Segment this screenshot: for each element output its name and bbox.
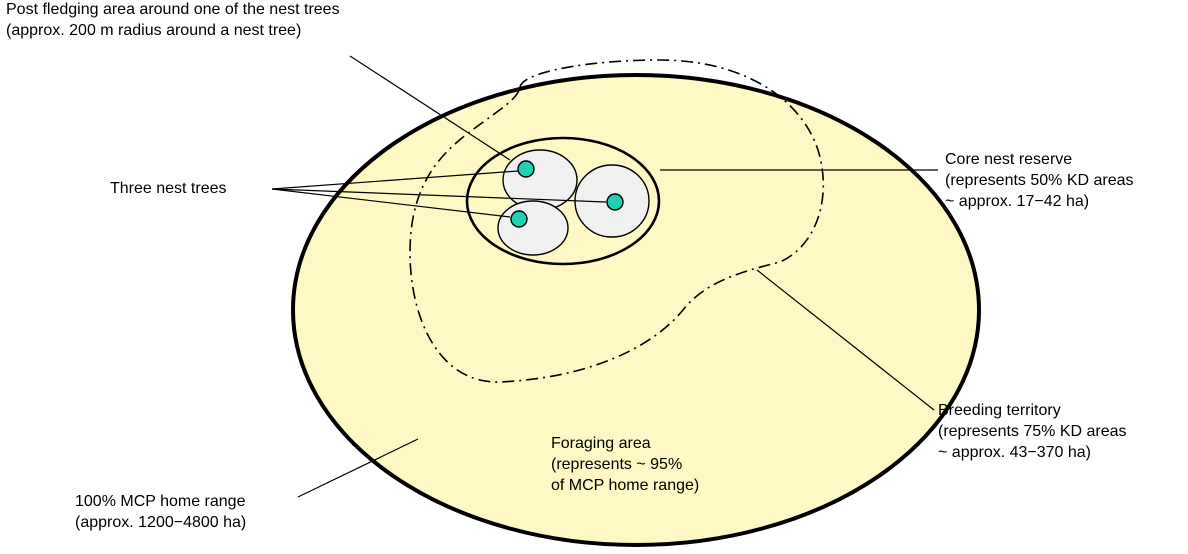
nest-tree-2 [606, 193, 624, 211]
mcp-home-range-line1: 100% MCP home range [75, 493, 246, 510]
foraging-area-line1: Foraging area [551, 435, 651, 452]
post-fledging-label-line1: Post fledging area around one of the nes… [6, 1, 340, 18]
core-nest-reserve-line1: Core nest reserve [945, 151, 1073, 168]
leader-nest-tree-3 [271, 188, 511, 218]
three-nest-trees-label: Three nest trees [110, 178, 227, 199]
breeding-territory-line1: Breeding territory [938, 402, 1061, 419]
leader-nest-tree-1 [271, 170, 519, 190]
breeding-territory-line2: (represents 75% KD areas [938, 423, 1127, 440]
leader-mcp-home-range [297, 438, 419, 498]
nest-tree-1 [517, 160, 535, 178]
post-fledging-label-line2: (approx. 200 m radius around a nest tree… [6, 22, 302, 39]
three-nest-trees-text: Three nest trees [110, 180, 227, 197]
core-nest-reserve-line3: ~ approx. 17−42 ha) [945, 193, 1090, 210]
leader-lines [271, 55, 938, 498]
post-fledging-area-3 [497, 200, 569, 256]
foraging-area-line3: of MCP home range) [551, 477, 700, 494]
breeding-territory-boundary [409, 59, 825, 383]
breeding-territory-line3: ~ approx. 43−370 ha) [938, 444, 1092, 461]
leader-breeding-territory [756, 269, 935, 411]
breeding-territory-label: Breeding territory (represents 75% KD ar… [938, 400, 1127, 463]
nest-tree-3 [510, 210, 528, 228]
leader-nest-tree-2 [271, 188, 607, 203]
mcp-home-range-line2: (approx. 1200−4800 ha) [75, 514, 247, 531]
core-nest-reserve-line2: (represents 50% KD areas [945, 172, 1134, 189]
post-fledging-label: Post fledging area around one of the nes… [6, 0, 340, 41]
mcp-home-range-circle [291, 73, 981, 547]
foraging-area-label: Foraging area (represents ~ 95% of MCP h… [551, 433, 699, 496]
leader-post-fledging [349, 55, 511, 161]
core-nest-reserve-label: Core nest reserve (represents 50% KD are… [945, 149, 1134, 212]
mcp-home-range-label: 100% MCP home range (approx. 1200−4800 h… [75, 491, 246, 533]
foraging-area-line2: (represents ~ 95% [551, 456, 683, 473]
